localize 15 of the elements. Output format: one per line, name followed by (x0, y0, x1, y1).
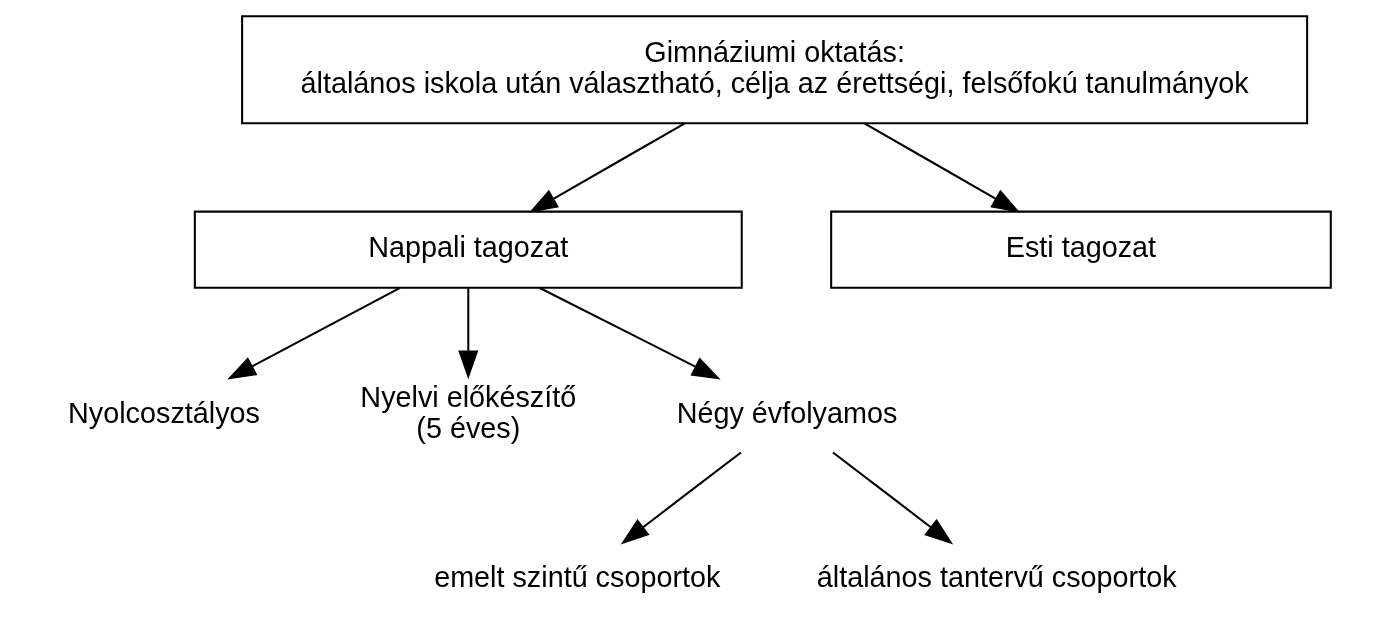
arrow (620, 451, 742, 545)
arrow (863, 122, 1020, 213)
node-text: emelt szintű csoportok (433, 561, 720, 594)
arrow (831, 451, 953, 545)
arrow (226, 287, 400, 380)
node-box: Nappali tagozat (193, 210, 743, 289)
node-text: Nyelvi előkészítő (5 éves) (359, 381, 576, 445)
arrow (528, 122, 685, 213)
arrow (457, 288, 478, 380)
node-text: általános tantervű csoportok (816, 561, 1177, 594)
node-text: Nyolcosztályos (67, 396, 260, 429)
node-box: Gimnáziumi oktatás: általános iskola után választható, célja az érettségi, felsőfokú tanulmányok (240, 15, 1308, 125)
node-box: Esti tagozat (829, 210, 1332, 289)
node-text: Négy évfolyamos (676, 396, 897, 429)
arrow (538, 287, 721, 380)
